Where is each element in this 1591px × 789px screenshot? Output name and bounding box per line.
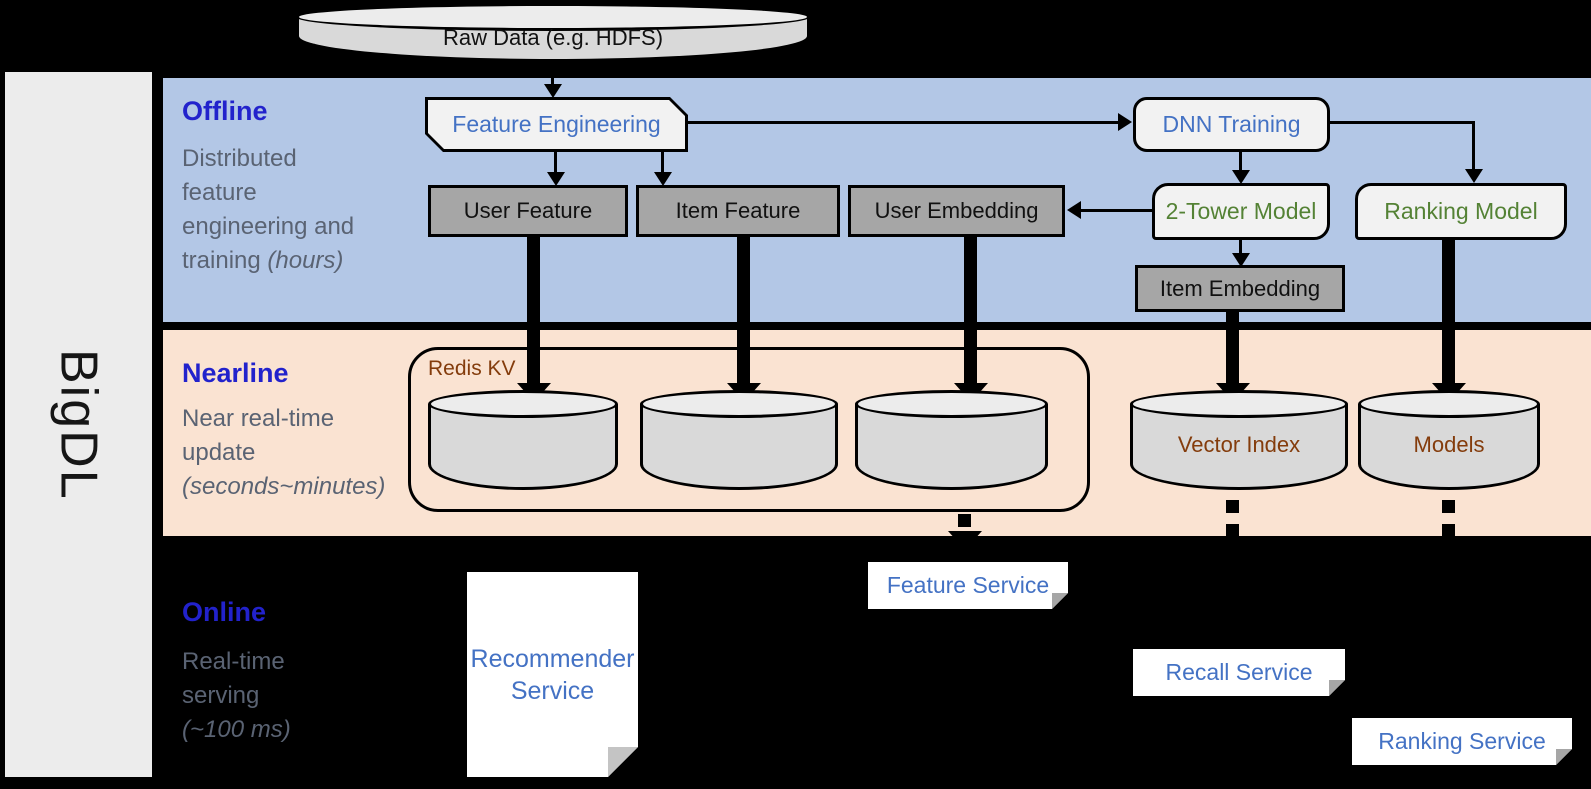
- item-feature-node: Item Feature: [636, 185, 840, 237]
- arrow-twotower-to-itemembedding-line: [1239, 240, 1242, 255]
- feature-engineering-fill: [428, 100, 685, 149]
- offline-desc-line4: training (hours): [182, 247, 344, 274]
- kv-cylinder-3: [855, 390, 1048, 490]
- arrow-fe-to-itemfeature-head: [654, 172, 672, 186]
- user-embedding-node: User Embedding: [848, 185, 1065, 237]
- arrow-fe-to-userfeature-head: [547, 172, 565, 186]
- offline-desc-line2: feature: [182, 179, 257, 206]
- ranking-service-label: Ranking Service: [1378, 728, 1546, 754]
- nearline-title: Nearline: [182, 358, 289, 388]
- online-title: Online: [182, 597, 267, 627]
- ranking-service-node: Ranking Service: [1352, 718, 1572, 765]
- models-cylinder-top: [1358, 390, 1540, 418]
- online-desc-line3: (~100 ms): [182, 716, 291, 743]
- kv-cylinder-1: [428, 390, 618, 490]
- recall-service-label: Recall Service: [1165, 659, 1313, 685]
- thick-arrow-userfeature-to-kv-bar: [527, 237, 540, 383]
- bigdl-sidebar: BigDL: [5, 72, 152, 777]
- offline-desc-line1: Distributed: [182, 145, 297, 172]
- arrow-dnn-to-rankingmodel-head: [1465, 169, 1483, 183]
- bigdl-brand-label: BigDL: [49, 348, 108, 501]
- dashed-arrow-kv-to-featureservice-head: [948, 531, 982, 550]
- dashed-arrow-vectorindex-dash2: [1226, 524, 1239, 537]
- arrow-fe-to-itemfeature-line: [661, 152, 664, 174]
- dashed-arrow-vectorindex-dash1: [1226, 500, 1239, 513]
- item-embedding-node: Item Embedding: [1135, 265, 1345, 312]
- feature-engineering-node: Feature Engineering: [425, 97, 688, 152]
- feature-service-label: Feature Service: [886, 572, 1050, 598]
- feature-service-node: Feature Service: [868, 562, 1068, 609]
- arrow-fe-to-dnn-line: [688, 121, 1118, 124]
- models-label: Models: [1413, 432, 1485, 458]
- thick-arrow-itemfeature-to-kv-bar: [737, 237, 750, 383]
- thick-arrow-itemembedding-to-vectorindex-bar: [1226, 312, 1239, 383]
- arrow-rawdata-to-feature-engineering-head: [544, 84, 562, 98]
- arrow-twotower-to-userembedding-line: [1081, 209, 1152, 212]
- online-desc-line1: Real-time: [182, 648, 285, 675]
- dashed-arrow-kv-to-featureservice-dash: [958, 514, 971, 527]
- two-tower-model-node: 2-Tower Model: [1152, 183, 1330, 240]
- raw-data-label: Raw Data (e.g. HDFS): [442, 25, 664, 50]
- raw-data-cylinder: Raw Data (e.g. HDFS): [296, 3, 810, 62]
- feature-engineering-label: Feature Engineering: [452, 111, 661, 137]
- arrow-fe-to-userfeature-line: [554, 152, 557, 174]
- vector-index-cylinder-top: [1130, 390, 1348, 418]
- user-feature-node: User Feature: [428, 185, 628, 237]
- kv-cylinder-3-top: [855, 390, 1048, 418]
- kv-cylinder-2-top: [640, 390, 838, 418]
- kv-cylinder-2: [640, 390, 838, 490]
- offline-description: Distributed feature engineering and trai…: [182, 142, 412, 278]
- dashed-arrow-models-dash2: [1442, 524, 1455, 537]
- arrow-rawdata-to-feature-engineering-line: [551, 62, 554, 85]
- dashed-arrow-models-dash1: [1442, 500, 1455, 513]
- thick-arrow-userembedding-to-kv-bar: [964, 237, 977, 383]
- arrow-dnn-to-rankingmodel-vline: [1472, 121, 1475, 171]
- arrow-twotower-to-userembedding-head: [1067, 201, 1081, 219]
- recommender-service-node: Recommender Service: [467, 572, 638, 777]
- arrow-twotower-to-itemembedding-head: [1232, 253, 1250, 267]
- vector-index-cylinder: Vector Index: [1130, 390, 1348, 490]
- ranking-model-node: Ranking Model: [1355, 183, 1567, 240]
- nearline-desc-line1: Near real-time: [182, 405, 335, 432]
- redis-kv-container: Redis KV: [408, 347, 1090, 512]
- redis-kv-label: Redis KV: [428, 357, 516, 380]
- models-cylinder: Models: [1358, 390, 1540, 490]
- raw-data-cylinder-top: [296, 3, 810, 31]
- recommender-service-label: Recommender Service: [470, 644, 635, 705]
- arrow-dnn-to-twotower-head: [1232, 170, 1250, 184]
- thick-arrow-rankingmodel-to-models-bar: [1442, 240, 1455, 383]
- online-description: Real-time serving (~100 ms): [182, 645, 422, 747]
- offline-title: Offline: [182, 96, 268, 126]
- online-desc-line2: serving: [182, 682, 260, 709]
- arrow-dnn-to-twotower-line: [1239, 152, 1242, 172]
- nearline-description: Near real-time update (seconds~minutes): [182, 402, 442, 504]
- kv-cylinder-1-top: [428, 390, 618, 418]
- arrow-dnn-to-rankingmodel-hline: [1330, 121, 1475, 124]
- nearline-desc-line2: update: [182, 439, 256, 466]
- offline-desc-line3: engineering and: [182, 213, 355, 240]
- arrow-fe-to-dnn-head: [1118, 113, 1132, 131]
- recall-service-node: Recall Service: [1133, 649, 1345, 696]
- nearline-desc-line3: (seconds~minutes): [182, 473, 386, 500]
- dnn-training-node: DNN Training: [1133, 97, 1330, 152]
- vector-index-label: Vector Index: [1177, 432, 1301, 458]
